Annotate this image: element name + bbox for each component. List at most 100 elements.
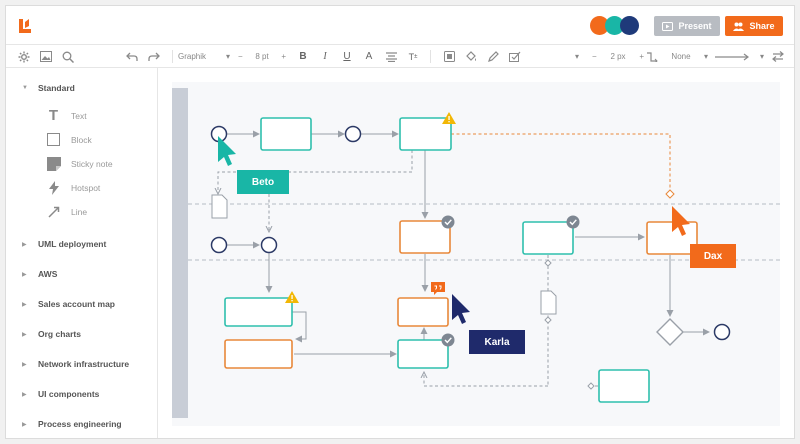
underline-icon[interactable]: U [343,51,351,62]
effects-icon[interactable] [508,48,522,65]
connector-icon [647,51,658,62]
process-block[interactable] [399,220,451,254]
shape-item-label: Line [71,206,88,217]
process-block[interactable] [397,297,449,327]
connector[interactable] [451,133,671,192]
process-block[interactable] [522,221,574,255]
document-shape[interactable] [540,290,557,315]
fill-color-icon[interactable] [464,48,478,65]
text-icon: T [48,107,59,124]
shape-item-line[interactable]: Line [46,204,87,219]
process-block[interactable] [224,339,293,369]
font-family-select[interactable]: Graphik ▾ [178,48,230,65]
shape-item-label: Sticky note [71,158,113,169]
sidebar-section-aws[interactable]: ▶AWS [22,269,57,279]
sidebar-section-org-charts[interactable]: ▶Org charts [22,329,81,339]
minus-icon[interactable]: − [238,52,243,61]
sidebar-section-label: AWS [38,269,58,279]
shape-item-block[interactable]: Block [46,132,92,147]
swap-icon[interactable] [770,48,786,65]
sidebar-section-standard[interactable]: ▼ Standard [22,83,75,93]
swimlane-header-bar[interactable] [172,88,188,418]
top-bar: Present Share [6,6,794,44]
end-event-circle[interactable] [713,323,731,341]
shape-style-icon[interactable] [442,48,456,65]
font-family-value: Graphik [178,52,207,61]
collaborator-name: Karla [484,336,510,348]
process-block[interactable] [397,339,449,369]
collaborator-avatars[interactable] [590,16,650,36]
redo-icon[interactable] [146,48,162,65]
process-block[interactable] [598,369,650,403]
shape-item-text[interactable]: T Text [46,107,87,124]
text-options-icon[interactable]: T± [408,51,418,62]
shape-item-label: Hotspot [71,182,101,193]
sidebar-section-label: UI components [38,389,100,399]
shape-library-sidebar: ▼ Standard T Text Block Sticky note Hots… [6,68,158,438]
sidebar-section-sales-account-map[interactable]: ▶Sales account map [22,299,115,309]
comment-icon[interactable] [431,282,445,295]
event-circle[interactable] [344,125,362,143]
gear-icon[interactable] [16,48,32,65]
plus-icon[interactable]: + [639,52,644,61]
collaborator-tag-beto: Beto [237,170,289,194]
line-width-stepper[interactable]: − 2 px + [592,48,644,65]
caret-down-icon: ▼ [22,85,28,91]
collaborator-name: Dax [703,250,723,262]
plus-icon[interactable]: + [281,52,286,61]
document-shape[interactable] [211,194,228,219]
font-size-value: 8 pt [255,52,269,61]
toolbar-divider [430,50,431,63]
warning-icon[interactable] [285,291,299,303]
bold-icon[interactable]: B [299,51,307,62]
sidebar-section-process-engineering[interactable]: ▶Process engineering [22,419,122,429]
align-center-icon[interactable] [384,48,398,65]
image-icon[interactable] [38,48,54,65]
cursor-pointer-icon [672,206,690,236]
shape-item-sticky-note[interactable]: Sticky note [46,156,113,171]
share-button[interactable]: Share [725,16,783,36]
event-circle[interactable] [210,236,228,254]
process-block[interactable] [260,117,312,151]
shape-item-hotspot[interactable]: Hotspot [46,180,100,195]
present-icon [662,21,674,31]
chevron-down-icon[interactable]: ▾ [574,52,579,61]
connector-endpoint[interactable] [665,189,675,199]
shape-item-label: Text [71,110,87,121]
hotspot-icon [46,180,61,195]
avatar[interactable] [590,16,609,35]
sidebar-section-label: UML deployment [38,239,107,249]
minus-icon[interactable]: − [592,52,597,61]
event-circle[interactable] [260,236,278,254]
chevron-down-icon: ▾ [225,52,230,61]
search-icon[interactable] [60,48,76,65]
sidebar-section-network-infrastructure[interactable]: ▶Network infrastructure [22,359,129,369]
line-width-value: 2 px [610,52,626,61]
diagram-canvas[interactable]: Beto Dax Karla [172,82,780,426]
toolbar-divider [172,50,173,63]
sticky-note-icon [46,156,61,171]
present-button[interactable]: Present [654,16,720,36]
connector[interactable] [292,311,307,343]
sidebar-section-ui-components[interactable]: ▶UI components [22,389,99,399]
avatar[interactable] [620,16,639,35]
check-badge-icon [566,215,580,229]
undo-icon[interactable] [124,48,140,65]
toolbar: Graphik ▾ − 8 pt + B I U A T± ▾ − [6,44,794,68]
line-color-icon[interactable] [486,48,500,65]
text-color-icon[interactable]: A [365,51,373,62]
process-block[interactable] [399,117,452,151]
collaborator-tag-karla: Karla [469,330,525,354]
avatar[interactable] [605,16,624,35]
app-logo-icon[interactable] [18,18,32,34]
decision-diamond[interactable] [656,318,684,346]
process-block[interactable] [224,297,293,327]
line-end-select[interactable]: ▾ [714,48,764,65]
connector[interactable] [218,150,413,194]
italic-icon[interactable]: I [323,51,327,62]
arrow-style-select[interactable]: None ▾ [646,48,708,65]
font-size-stepper[interactable]: − 8 pt + [238,48,286,65]
sidebar-section-uml-deployment[interactable]: ▶UML deployment [22,239,106,249]
connector[interactable] [424,372,548,387]
warning-icon[interactable] [442,112,456,124]
